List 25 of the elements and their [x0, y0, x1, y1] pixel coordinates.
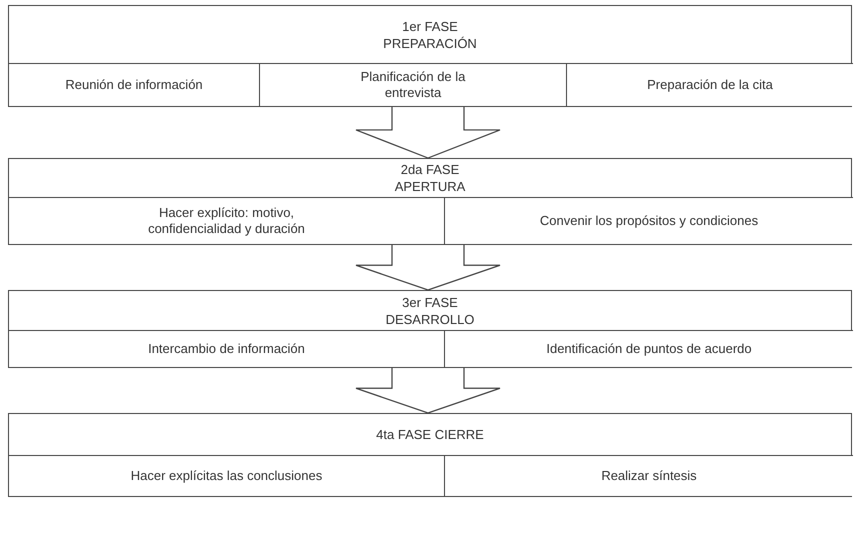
step-box	[444, 197, 853, 244]
step-box	[444, 455, 853, 496]
step-text: Planificación de la entrevista	[360, 69, 466, 101]
step-box	[259, 63, 566, 106]
phase-box	[8, 413, 852, 497]
step-text: Reunión de información	[64, 77, 204, 93]
phase-box	[8, 158, 852, 245]
phase-box	[8, 290, 852, 368]
phase-title: 2da FASE APERTURA	[394, 161, 466, 195]
step-text: Hacer explícito: motivo, confidencialidad y duración	[147, 205, 306, 237]
step-text: Convenir los propósitos y condiciones	[538, 213, 760, 229]
phase-box	[8, 5, 852, 107]
step-box	[444, 330, 853, 367]
phase-title: 1er FASE PREPARACIÓN	[382, 18, 478, 52]
step-text: Intercambio de información	[147, 341, 306, 357]
step-box	[566, 63, 853, 106]
phase-title: 4ta FASE CIERRE	[375, 426, 485, 443]
step-text: Preparación de la cita	[646, 77, 774, 93]
block-arrow	[355, 367, 501, 414]
step-text: Identificación de puntos de acuerdo	[545, 341, 753, 357]
step-text: Realizar síntesis	[600, 468, 698, 484]
block-arrow	[355, 106, 501, 159]
phase-title: 3er FASE DESARROLLO	[384, 294, 476, 328]
block-arrow	[355, 244, 501, 291]
step-text: Hacer explícitas las conclusiones	[130, 468, 324, 484]
